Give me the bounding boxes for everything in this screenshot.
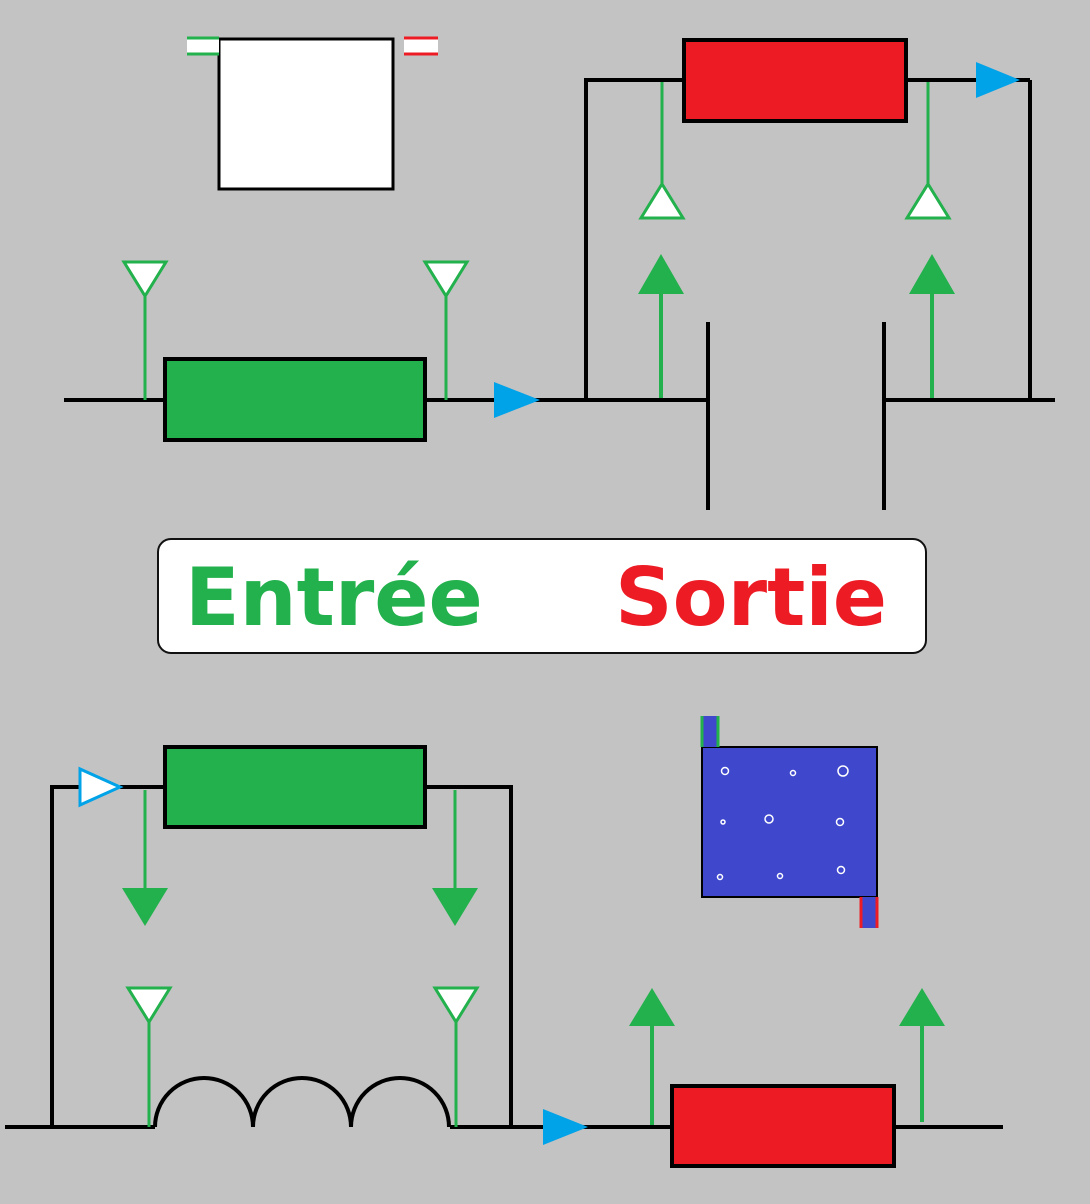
flow-arrow-icon (976, 62, 1020, 98)
resistor-icon (670, 1084, 896, 1168)
filled-arrow-icon (909, 254, 955, 398)
open-arrow-icon (422, 260, 470, 400)
bottom-circuit-wires (5, 785, 1003, 1129)
filled-arrow-icon (432, 790, 478, 926)
open-arrow-icon (904, 82, 952, 220)
flow-arrow-icon (543, 1109, 588, 1145)
inductor-icon (153, 1076, 451, 1128)
resistor-icon (682, 38, 908, 123)
open-arrow-icon (125, 986, 173, 1127)
plug-icon (187, 36, 438, 191)
input-label: Entrée (185, 551, 483, 644)
open-arrow-icon (432, 986, 480, 1127)
open-arrow-icon (78, 766, 124, 808)
flow-arrow-icon (494, 382, 540, 418)
filled-arrow-icon (899, 988, 945, 1122)
filled-arrow-icon (629, 988, 675, 1125)
filled-arrow-icon (638, 254, 684, 398)
legend-box: Entrée Sortie (157, 538, 927, 654)
tank-icon (700, 716, 879, 928)
filled-arrow-icon (122, 790, 168, 926)
resistor-icon (163, 745, 427, 829)
resistor-icon (163, 357, 427, 442)
open-arrow-icon (121, 260, 169, 400)
top-circuit-wires (64, 78, 1055, 510)
output-label: Sortie (615, 551, 887, 644)
open-arrow-icon (638, 82, 686, 220)
